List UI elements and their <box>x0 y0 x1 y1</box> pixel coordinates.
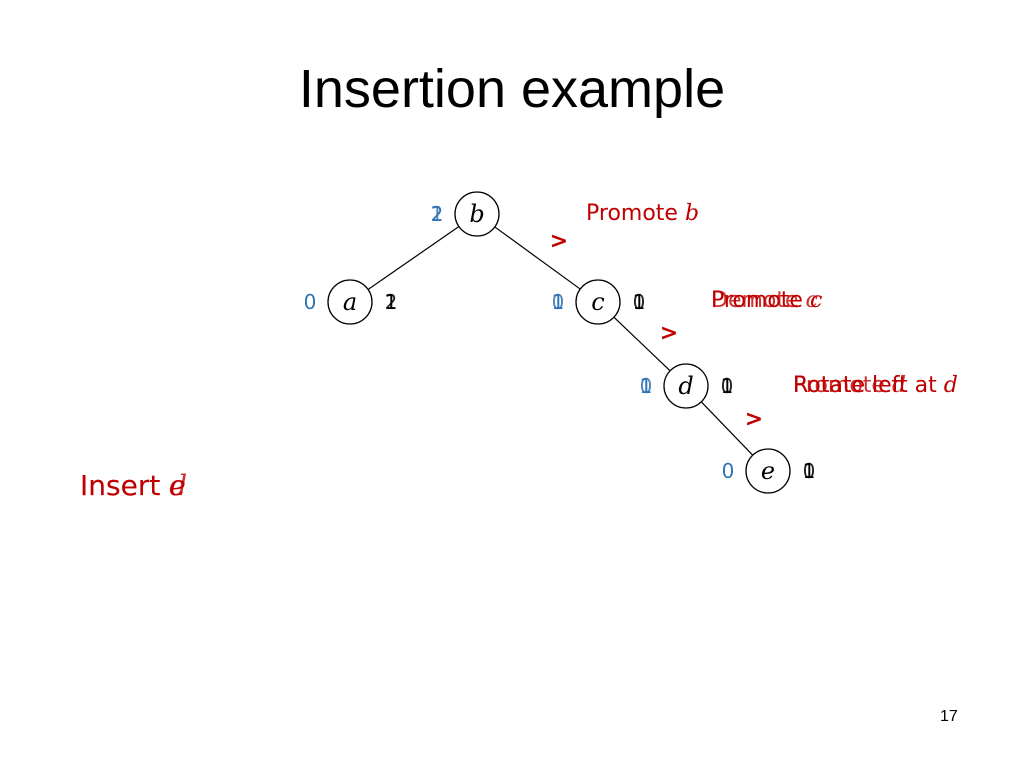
tree-edge-b-a <box>367 226 460 290</box>
rank-right-a: 1 <box>385 290 398 314</box>
rank-left-c: 0 <box>552 290 565 314</box>
annotation-text: Promote <box>586 201 685 226</box>
tree-node-b: b <box>454 191 500 237</box>
insert-label-1: Insert d <box>80 472 187 500</box>
gt-markers: > > > <box>550 229 763 432</box>
node-circle <box>663 363 709 409</box>
node-circle <box>327 279 373 325</box>
annotation-promote-b: Promote b <box>586 203 699 225</box>
annotation-node-c-1: Demote c <box>711 290 818 312</box>
tree-node-a: a <box>327 279 373 325</box>
rank-left-d: 0 <box>640 374 653 398</box>
rank-left-d: 1 <box>640 374 653 398</box>
annotation-var: d <box>891 373 907 398</box>
gt-marker: > <box>745 407 763 432</box>
rank-right-e: 0 <box>803 459 816 483</box>
rank-right-c: 0 <box>633 290 646 314</box>
node-circle <box>745 448 791 494</box>
annotation-var: d <box>943 373 958 398</box>
annotation-var: b <box>684 201 700 226</box>
tree-node-d: d <box>663 363 709 409</box>
insert-text: Insert <box>80 469 170 502</box>
node-circle <box>575 279 621 325</box>
insert-var: d <box>169 469 188 502</box>
node-label: c <box>591 288 604 316</box>
rank-right-d: 1 <box>721 374 734 398</box>
rank-left-a: 0 <box>304 290 317 314</box>
page-number: 17 <box>940 708 958 725</box>
annotation-node-c-0: Promote c <box>711 290 822 312</box>
annotation-text: Promote <box>793 373 892 398</box>
rank-right-d: 0 <box>721 374 734 398</box>
slide-title: Insertion example <box>298 59 726 119</box>
insert-text: Insert <box>80 469 170 502</box>
rank-left-b: 1 <box>431 202 444 226</box>
annotation-text: Demote <box>711 288 806 313</box>
tree-edges <box>367 226 754 456</box>
tree-node-e: e <box>745 448 791 494</box>
annotation-node-d-1: Promote d <box>793 375 906 397</box>
rank-left-c: 1 <box>552 290 565 314</box>
tree-nodes: b a c d e <box>327 191 791 494</box>
annotation-node-d-2: Rotate left <box>793 375 908 397</box>
gt-marker: > <box>550 229 568 254</box>
annotation-text: Rotate left at <box>793 373 944 398</box>
annotation-text: Rotate left <box>793 373 908 398</box>
annotation-text: Promote <box>711 288 810 313</box>
tree-edge-b-c <box>494 226 581 290</box>
insert-var: e <box>169 469 186 502</box>
tree-node-c: c <box>575 279 621 325</box>
node-label: b <box>469 200 484 228</box>
annotation-var: c <box>805 288 818 313</box>
node-circle <box>454 191 500 237</box>
annotation-var: c <box>809 288 823 313</box>
annotation-node-d-0: Rotate left at d <box>793 375 958 397</box>
rank-right-a: 2 <box>385 290 398 314</box>
rank-left-b: 2 <box>431 202 444 226</box>
tree-edge-c-d <box>613 316 671 372</box>
node-label: a <box>343 288 357 316</box>
insert-label-0: Insert e <box>80 472 186 500</box>
rank-right-e: 1 <box>803 459 816 483</box>
tree-edge-d-e <box>700 401 754 456</box>
gt-marker: > <box>660 321 678 346</box>
node-label: e <box>761 457 775 485</box>
node-label: d <box>678 372 693 400</box>
rank-left-e: 0 <box>722 459 735 483</box>
rank-right-c: 1 <box>633 290 646 314</box>
